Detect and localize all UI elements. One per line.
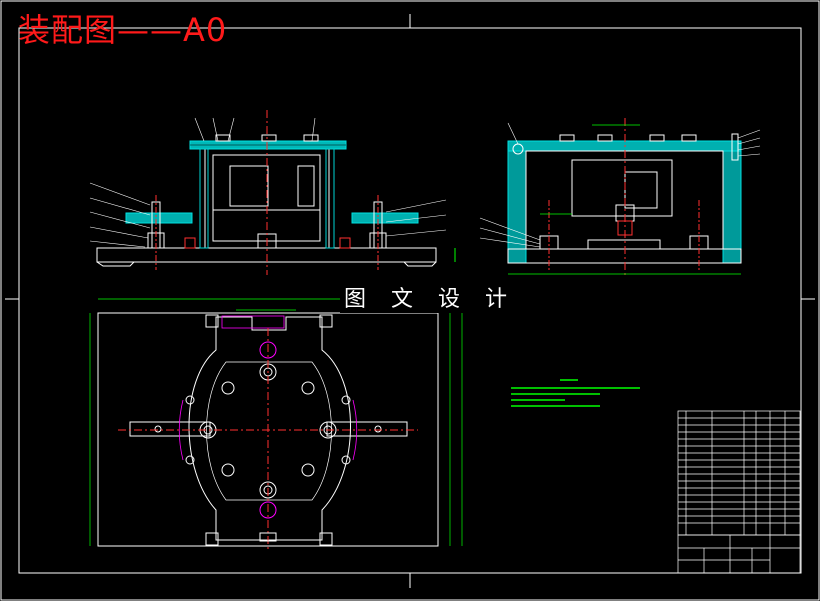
plan-view: [89, 298, 463, 552]
front-section-view: [89, 110, 456, 275]
parts-list-table: [677, 410, 801, 536]
watermark-text: 图 文 设 计: [340, 287, 520, 314]
sheet-title: 装配图——A0: [18, 11, 228, 49]
title-block: [677, 534, 801, 574]
technical-requirements-block: [511, 379, 640, 407]
side-section-view: [479, 118, 761, 275]
